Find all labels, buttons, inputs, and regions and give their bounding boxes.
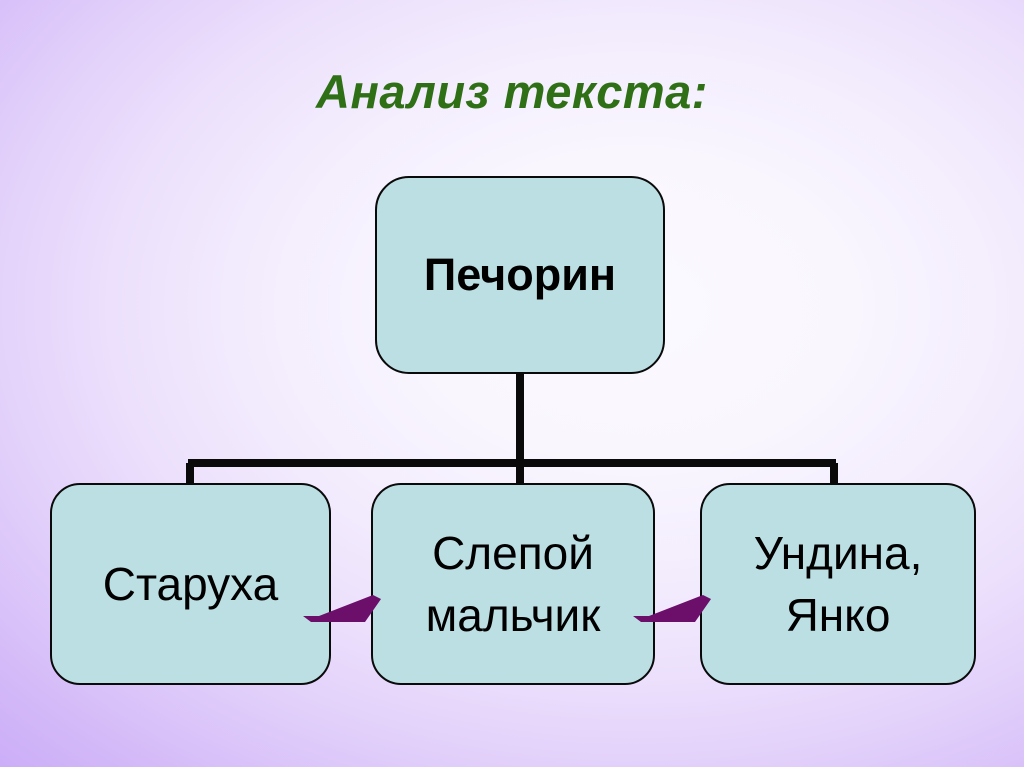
arrow-slepoy-to-undina [633, 595, 711, 622]
node-undina-yanko-label: Ундина, Янко [753, 527, 923, 641]
node-staruha[interactable]: Старуха [50, 483, 331, 685]
arrow-staruha-to-slepoy [303, 595, 381, 622]
node-slepoy-malchik[interactable]: Слепой мальчик [371, 483, 655, 685]
node-staruha-label: Старуха [102, 558, 279, 610]
node-undina-yanko[interactable]: Ундина, Янко [700, 483, 976, 685]
node-slepoy-malchik-label: Слепой мальчик [425, 527, 601, 641]
node-pechorin[interactable]: Печорин [375, 176, 665, 374]
page-title: Анализ текста: [316, 65, 708, 118]
node-pechorin-label: Печорин [423, 249, 617, 300]
